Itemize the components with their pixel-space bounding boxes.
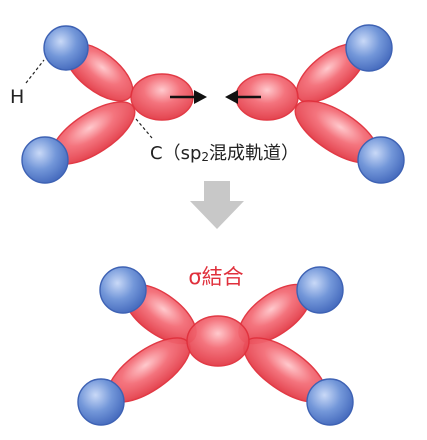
bottom-right-upper-hydrogen-atom <box>296 266 344 314</box>
right-carbon-molecule <box>235 24 405 184</box>
sigma-bond-overlap-lobe <box>186 315 250 367</box>
down-arrow-icon <box>190 181 244 229</box>
right-arrow-icon <box>170 90 207 104</box>
right-upper-hydrogen-atom <box>345 24 393 72</box>
sigma-bond-label: σ結合 <box>188 265 243 289</box>
left-carbon-molecule <box>21 25 194 184</box>
carbon-sp2-label: C（sp2混成軌道） <box>150 143 299 164</box>
left-upper-hydrogen-atom <box>43 25 89 71</box>
h-label-leader-line <box>25 59 45 84</box>
bottom-left-upper-hydrogen-atom <box>99 266 147 314</box>
hydrogen-label: H <box>10 86 24 108</box>
bottom-right-lower-hydrogen-atom <box>306 378 354 426</box>
c-label-leader-line <box>135 118 153 139</box>
sigma-bonded-molecule <box>77 266 354 426</box>
left-lower-hydrogen-atom <box>21 136 69 184</box>
left-arrow-icon <box>225 90 261 104</box>
bottom-left-lower-hydrogen-atom <box>77 378 125 426</box>
right-lower-hydrogen-atom <box>357 136 405 184</box>
